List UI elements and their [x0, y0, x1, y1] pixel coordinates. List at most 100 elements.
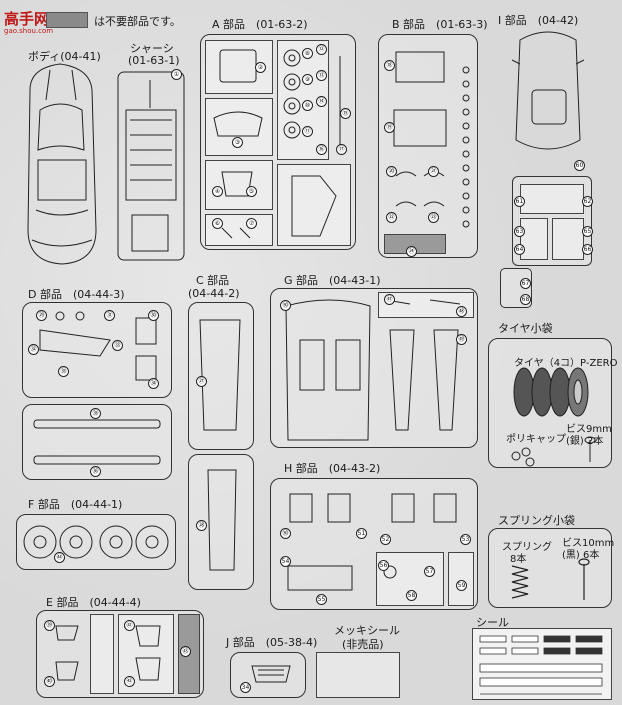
- part-number: ㉓: [428, 212, 439, 223]
- part-number: ⑱: [384, 60, 395, 71]
- part-number: 51: [356, 528, 367, 539]
- poly-cap-label: ポリキャップ: [506, 434, 566, 445]
- part-number: 55: [316, 594, 327, 605]
- spring-count: 8本: [510, 554, 527, 565]
- i-part-box: [552, 218, 584, 260]
- chassis-title: シャーシ: [130, 42, 174, 55]
- part-number: ㊼: [384, 294, 395, 305]
- part-number: 68: [520, 294, 531, 305]
- part-number: ㊿: [280, 300, 291, 311]
- part-number: ㊱: [90, 466, 101, 477]
- part-number: ㉟: [90, 408, 101, 419]
- part-number: 57: [424, 566, 435, 577]
- part-number: ④: [212, 186, 223, 197]
- part-number: 52: [380, 534, 391, 545]
- part-number: 34: [240, 682, 251, 693]
- part-number: ㊴: [44, 620, 55, 631]
- mekki-seal-title: メッキシール: [334, 624, 400, 637]
- part-number: ㉛: [104, 310, 115, 321]
- g-parts-label: G 部品 (04-43-1): [284, 274, 381, 287]
- a-part-box: [205, 160, 273, 210]
- part-number: ②: [255, 62, 266, 73]
- part-number: 62: [582, 196, 593, 207]
- part-number: ㉚: [148, 310, 159, 321]
- part-number: ⑳: [386, 166, 397, 177]
- part-number: 56: [378, 560, 389, 571]
- screw-9-label: ビス9mm: [566, 424, 612, 435]
- screw-9-qty: (銀) 2本: [566, 436, 604, 447]
- part-number: 63: [514, 226, 525, 237]
- a-part-box: [277, 164, 351, 246]
- part-number: ㊾: [456, 334, 467, 345]
- part-number: ㊷: [124, 676, 135, 687]
- part-number: ⑨: [302, 74, 313, 85]
- part-number: 59: [456, 580, 467, 591]
- part-number: ㊽: [456, 306, 467, 317]
- i-parts-label: I 部品 (04-42): [498, 14, 579, 27]
- part-number: ①: [171, 69, 182, 80]
- c-parts-code: (04-44-2): [188, 287, 240, 300]
- part-number: ㊿: [280, 528, 291, 539]
- h-part-box: [448, 552, 474, 606]
- f-parts-label: F 部品 (04-44-1): [28, 498, 123, 511]
- part-number: ⑥: [212, 218, 223, 229]
- part-number: ⑪: [302, 126, 313, 137]
- part-number: 67: [520, 278, 531, 289]
- part-number: ⑮: [340, 108, 351, 119]
- part-number: ③: [232, 137, 243, 148]
- i-part-box: [520, 218, 548, 260]
- h-parts-label: H 部品 (04-43-2): [284, 462, 381, 475]
- part-number: 64: [514, 244, 525, 255]
- mekki-seal-box: [316, 652, 400, 698]
- site-logo-url: gao.shou.com: [4, 27, 54, 35]
- part-number: ⑲: [384, 122, 395, 133]
- part-number: ⑤: [246, 186, 257, 197]
- part-number: 61: [514, 196, 525, 207]
- site-logo: 高手网: [4, 10, 50, 28]
- part-number: ㉘: [196, 520, 207, 531]
- part-number: ⑰: [336, 144, 347, 155]
- j-parts-label: J 部品 (05-38-4): [226, 636, 318, 649]
- tire-bag-label: タイヤ小袋: [498, 322, 553, 335]
- part-number: ⑯: [316, 144, 327, 155]
- part-number: 60: [574, 160, 585, 171]
- mekki-seal-sub: (非売品): [342, 638, 384, 651]
- body-label: ボディ(04-41): [28, 50, 101, 63]
- part-number: ㊹: [54, 552, 65, 563]
- c-parts-title: C 部品: [196, 274, 230, 287]
- part-number: ⑧: [302, 48, 313, 59]
- f-parts-frame: [16, 514, 176, 570]
- part-number: ㉞: [148, 378, 159, 389]
- part-number: ㊸: [180, 646, 191, 657]
- part-number: ㉒: [386, 212, 397, 223]
- part-number: 54: [280, 556, 291, 567]
- part-number: ㉗: [196, 376, 207, 387]
- part-number: 53: [460, 534, 471, 545]
- part-number: ㉝: [112, 340, 123, 351]
- unused-parts-swatch: [46, 12, 88, 28]
- e-parts-label: E 部品 (04-44-4): [46, 596, 141, 609]
- part-number: ㉟: [58, 366, 69, 377]
- chassis-code: (01-63-1): [128, 54, 180, 67]
- spring-bag-label: スプリング小袋: [498, 514, 575, 527]
- b-parts-label: B 部品 (01-63-3): [392, 18, 488, 31]
- spring-label: スプリング: [502, 542, 552, 553]
- screw-10-label: ビス10mm: [562, 538, 615, 549]
- part-number: ⑭: [316, 96, 327, 107]
- i-part-box: [520, 184, 584, 214]
- spring-bag-frame: [488, 528, 612, 608]
- part-number: ㉑: [428, 166, 439, 177]
- part-number: ⑬: [316, 70, 327, 81]
